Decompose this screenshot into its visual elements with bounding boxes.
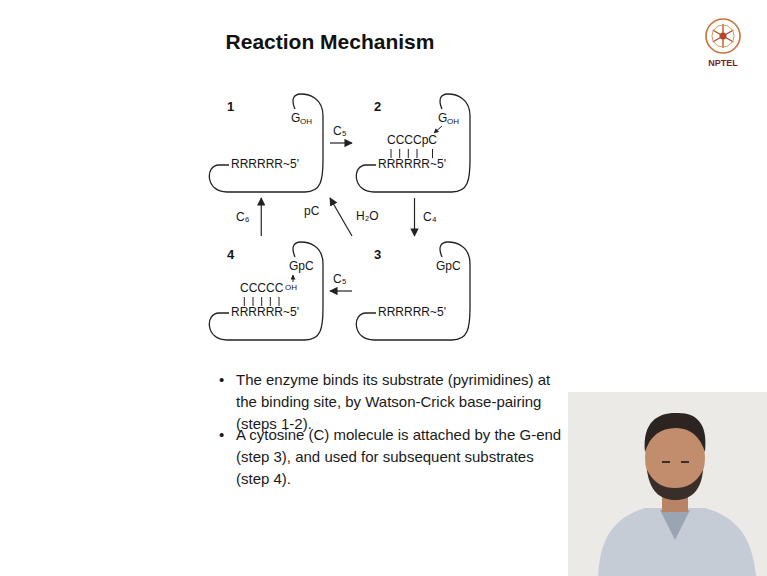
edge-label: C₆ [234, 210, 252, 224]
rna-backbone [356, 94, 470, 192]
base-pair-tick [417, 149, 418, 158]
sequence-text: RRRRRR~5' [378, 158, 446, 170]
edge-label: C₅ [331, 272, 349, 286]
ribozyme-state: 3GpC RRRRRR~5' [352, 236, 477, 346]
sequence-text: CCCCpC [387, 134, 437, 146]
base-pair-tick [408, 149, 409, 158]
base-pair-tick [270, 297, 271, 306]
logo-inner-ring [712, 25, 734, 47]
end-group: OH [300, 118, 312, 126]
bullet-text: The enzyme binds its substrate (pyrimidi… [236, 369, 566, 435]
presenter-shirt [598, 508, 756, 576]
bullet-text: A cytosine (C) molecule is attached by t… [236, 424, 566, 490]
base-pair-tick [432, 149, 433, 158]
base-pair-tick [244, 297, 245, 306]
end-group: OH [447, 118, 459, 126]
presenter-beard [647, 470, 703, 500]
reaction-arrow [330, 290, 352, 291]
bullet-mark: • [219, 369, 233, 391]
reaction-arrow [261, 198, 262, 236]
logo-text: NPTEL [698, 58, 748, 68]
nucleotide-label: GpC [289, 260, 314, 272]
reaction-arrow [330, 142, 352, 143]
product-label: pC [304, 205, 319, 217]
base-pair-tick [253, 297, 254, 306]
presenter-hair [645, 413, 706, 452]
nptel-logo [706, 19, 740, 53]
ribozyme-state: 2GOH CCCCpC RRRRRR~5' [352, 88, 477, 198]
nucleotide-label: G [438, 112, 447, 124]
step-number: 1 [227, 100, 234, 113]
attack-arrow [434, 126, 442, 133]
step-number: 3 [374, 248, 381, 261]
nucleotide-label: G [291, 112, 300, 124]
presenter-eyes [662, 461, 689, 463]
edge-label: C₅ [331, 124, 349, 138]
sequence-text: RRRRRR~5' [231, 158, 299, 170]
sequence-text: RRRRRR~5' [378, 306, 446, 318]
logo-spoke [713, 30, 734, 42]
attack-arrow [293, 275, 294, 282]
end-group: OH [285, 284, 297, 292]
step-number: 2 [374, 100, 381, 113]
reaction-arrow [414, 198, 415, 236]
base-pair-tick [399, 149, 400, 158]
rna-backbone [209, 94, 323, 192]
reaction-arrow [330, 198, 352, 236]
base-pair-tick [391, 149, 392, 158]
nucleotide-label: GpC [436, 260, 461, 272]
base-pair-tick [261, 297, 262, 306]
logo-spoke [713, 30, 734, 42]
presenter-collar [660, 510, 690, 540]
step-number: 4 [227, 248, 234, 261]
video-background [568, 392, 767, 576]
ribozyme-state: 4GpC CCCCCOH RRRRRR~5' [205, 236, 330, 346]
sequence-text: CCCCC [240, 282, 283, 294]
ribozyme-state: 1GOH RRRRRR~5' [205, 88, 330, 198]
logo-ring [706, 19, 740, 53]
edge-label: H₂O [354, 209, 381, 223]
rna-strand-drawing [352, 236, 477, 346]
logo-spokes [713, 24, 734, 48]
base-pair-tick [279, 297, 280, 306]
bullet-mark: • [219, 424, 233, 446]
edge-label: C₄ [421, 210, 439, 224]
rna-strand-drawing [205, 88, 330, 198]
rna-backbone [209, 242, 323, 340]
presenter-video [568, 392, 767, 576]
sequence-text: RRRRRR~5' [231, 306, 299, 318]
rna-backbone [356, 242, 470, 340]
slide-title: Reaction Mechanism [170, 30, 490, 54]
